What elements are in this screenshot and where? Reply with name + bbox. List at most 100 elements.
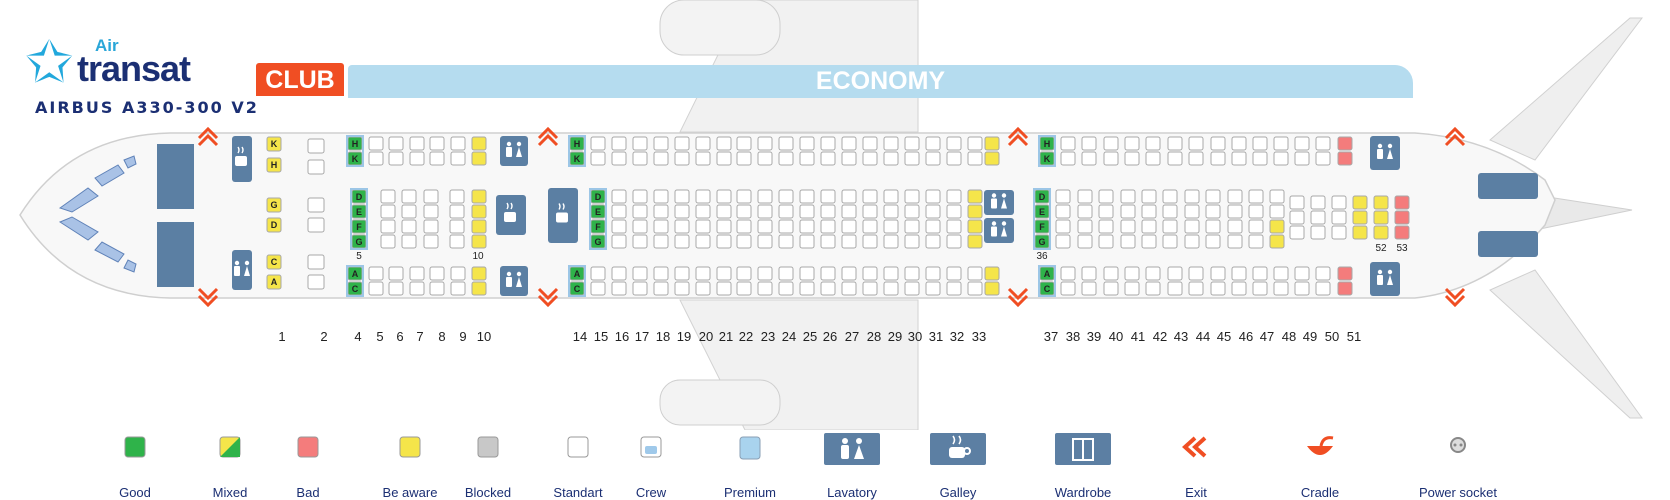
economy-seat[interactable]: [1337, 266, 1353, 281]
economy-seat[interactable]: [611, 266, 627, 281]
economy-seat[interactable]: [1231, 151, 1247, 166]
economy-seat[interactable]: [450, 281, 466, 296]
economy-seat[interactable]: [695, 219, 711, 234]
economy-seat[interactable]: [1162, 189, 1178, 204]
club-seat[interactable]: [307, 197, 325, 213]
economy-seat[interactable]: [590, 136, 606, 151]
club-seat[interactable]: [266, 136, 282, 152]
economy-seat[interactable]: [1205, 189, 1221, 204]
economy-seat[interactable]: [1310, 210, 1326, 225]
economy-seat[interactable]: [883, 234, 899, 249]
economy-seat[interactable]: [820, 281, 836, 296]
economy-seat[interactable]: [883, 219, 899, 234]
economy-seat[interactable]: [1162, 234, 1178, 249]
economy-seat[interactable]: [1352, 210, 1368, 225]
economy-seat[interactable]: [449, 234, 465, 249]
economy-seat[interactable]: [1103, 281, 1119, 296]
club-seat[interactable]: [266, 197, 282, 213]
economy-seat[interactable]: [862, 189, 878, 204]
economy-seat[interactable]: [632, 219, 648, 234]
economy-seat[interactable]: [1331, 210, 1347, 225]
economy-seat[interactable]: [778, 204, 794, 219]
economy-seat[interactable]: [946, 151, 962, 166]
economy-seat[interactable]: [1188, 151, 1204, 166]
economy-seat[interactable]: [471, 136, 487, 151]
economy-seat[interactable]: [611, 219, 627, 234]
economy-seat[interactable]: [716, 151, 732, 166]
economy-seat[interactable]: [1077, 219, 1093, 234]
economy-seat[interactable]: [1077, 204, 1093, 219]
economy-seat[interactable]: [1120, 234, 1136, 249]
economy-seat[interactable]: [450, 136, 466, 151]
club-seat[interactable]: [307, 217, 325, 233]
economy-seat[interactable]: [946, 136, 962, 151]
economy-seat[interactable]: [1315, 281, 1331, 296]
economy-seat[interactable]: [736, 204, 752, 219]
economy-seat[interactable]: [471, 266, 487, 281]
economy-seat[interactable]: [757, 281, 773, 296]
economy-seat[interactable]: [1055, 234, 1071, 249]
economy-seat[interactable]: [925, 281, 941, 296]
economy-seat[interactable]: [1294, 151, 1310, 166]
economy-seat[interactable]: [757, 219, 773, 234]
economy-seat[interactable]: [1060, 281, 1076, 296]
economy-seat[interactable]: [1310, 225, 1326, 240]
economy-seat[interactable]: [1060, 266, 1076, 281]
economy-seat[interactable]: [1227, 219, 1243, 234]
economy-seat[interactable]: [862, 151, 878, 166]
economy-seat[interactable]: [449, 204, 465, 219]
economy-seat[interactable]: [967, 136, 983, 151]
economy-seat[interactable]: [1103, 136, 1119, 151]
economy-seat[interactable]: [1205, 219, 1221, 234]
economy-seat[interactable]: [799, 151, 815, 166]
economy-seat[interactable]: [1331, 225, 1347, 240]
economy-seat[interactable]: [716, 204, 732, 219]
economy-seat[interactable]: [695, 189, 711, 204]
economy-seat[interactable]: [429, 136, 445, 151]
economy-seat[interactable]: [778, 219, 794, 234]
economy-seat[interactable]: [471, 234, 487, 249]
economy-seat[interactable]: [946, 189, 962, 204]
economy-seat[interactable]: [841, 189, 857, 204]
economy-seat[interactable]: [862, 136, 878, 151]
economy-seat[interactable]: [1337, 151, 1353, 166]
economy-seat[interactable]: [904, 204, 920, 219]
economy-seat[interactable]: [799, 136, 815, 151]
economy-seat[interactable]: [1273, 151, 1289, 166]
economy-seat[interactable]: [946, 234, 962, 249]
economy-seat[interactable]: [820, 151, 836, 166]
economy-seat[interactable]: [1269, 234, 1285, 249]
economy-seat[interactable]: [674, 204, 690, 219]
economy-seat[interactable]: [1227, 189, 1243, 204]
economy-seat[interactable]: [841, 234, 857, 249]
economy-seat[interactable]: [1120, 204, 1136, 219]
economy-seat[interactable]: [1145, 266, 1161, 281]
club-seat[interactable]: [307, 254, 325, 270]
economy-seat[interactable]: [1373, 225, 1389, 240]
economy-seat[interactable]: [925, 189, 941, 204]
economy-seat[interactable]: [611, 234, 627, 249]
economy-seat[interactable]: [590, 281, 606, 296]
economy-seat[interactable]: [883, 266, 899, 281]
economy-seat[interactable]: [1252, 151, 1268, 166]
economy-seat[interactable]: [799, 266, 815, 281]
economy-seat[interactable]: [632, 151, 648, 166]
economy-seat[interactable]: [1145, 136, 1161, 151]
economy-seat[interactable]: [799, 219, 815, 234]
economy-seat[interactable]: [1289, 195, 1305, 210]
economy-seat[interactable]: [653, 266, 669, 281]
economy-seat[interactable]: [1205, 234, 1221, 249]
economy-seat[interactable]: [471, 189, 487, 204]
economy-seat[interactable]: [799, 281, 815, 296]
economy-seat[interactable]: [862, 219, 878, 234]
economy-seat[interactable]: [1294, 136, 1310, 151]
economy-seat[interactable]: [1081, 266, 1097, 281]
economy-seat[interactable]: [380, 234, 396, 249]
economy-seat[interactable]: [695, 234, 711, 249]
economy-seat[interactable]: [984, 151, 1000, 166]
economy-seat[interactable]: [1098, 204, 1114, 219]
economy-seat[interactable]: [1124, 136, 1140, 151]
economy-seat[interactable]: [1273, 281, 1289, 296]
economy-seat[interactable]: [1310, 195, 1326, 210]
economy-seat[interactable]: [862, 204, 878, 219]
